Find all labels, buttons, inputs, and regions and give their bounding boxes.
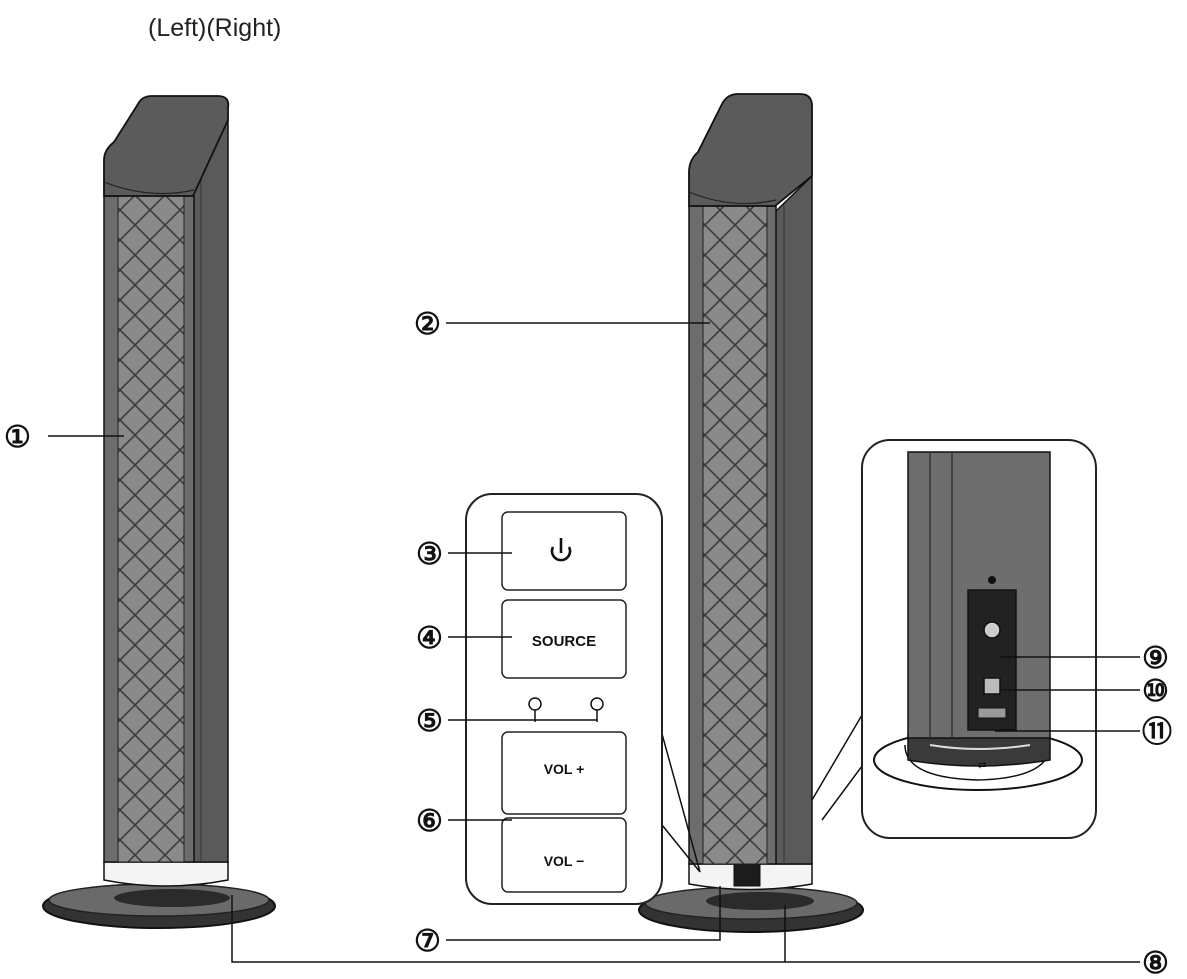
left-grille — [117, 195, 185, 863]
vol-up-label: VOL + — [544, 761, 585, 777]
callout-3: ③ — [416, 538, 443, 571]
callout-2: ② — [414, 308, 441, 341]
right-grille — [702, 205, 768, 865]
callout-5: ⑤ — [416, 705, 443, 738]
callout-4: ④ — [416, 622, 443, 655]
power-icon — [550, 538, 572, 562]
aux-in-jack[interactable] — [983, 621, 1001, 639]
leader-lines — [48, 322, 1140, 963]
vol-up-button[interactable] — [501, 731, 627, 815]
control-panel-inset: SOURCE VOL + VOL − — [465, 493, 701, 905]
connector-inset: ⇄ — [811, 439, 1097, 839]
callout-7: ⑦ — [414, 925, 441, 958]
indicator-light-icon — [590, 697, 604, 711]
vol-down-label: VOL − — [544, 853, 585, 869]
optical-in-jack[interactable] — [983, 677, 1001, 695]
source-label: SOURCE — [532, 633, 596, 650]
callout-9: ⑨ — [1142, 642, 1169, 675]
caption-left: (Left) — [148, 14, 207, 42]
callout-11: ⑪ — [1142, 716, 1172, 749]
right-top-cap — [688, 93, 813, 207]
callout-1: ① — [4, 421, 31, 454]
right-speaker — [638, 93, 864, 933]
power-button[interactable] — [501, 511, 627, 591]
callout-8: ⑧ — [1142, 947, 1169, 979]
callouts: ① ② ③ ④ ⑤ ⑥ ⑦ ⑧ ⑨ ⑩ ⑪ — [4, 308, 1172, 979]
remote-sensor — [733, 863, 761, 887]
caption-right: (Right) — [206, 14, 282, 42]
left-top-cap — [103, 95, 230, 197]
callout-6: ⑥ — [416, 805, 443, 838]
vol-down-button[interactable] — [501, 817, 627, 893]
speaker-cable-port[interactable] — [977, 707, 1007, 719]
left-collar — [103, 861, 229, 887]
left-speaker — [42, 95, 276, 929]
indicator-light-icon — [528, 697, 542, 711]
source-button[interactable] — [501, 599, 627, 679]
caption: (Left)(Right) — [148, 14, 281, 43]
callout-10: ⑩ — [1142, 675, 1169, 708]
pairing-icon: ⇄ — [978, 760, 986, 771]
